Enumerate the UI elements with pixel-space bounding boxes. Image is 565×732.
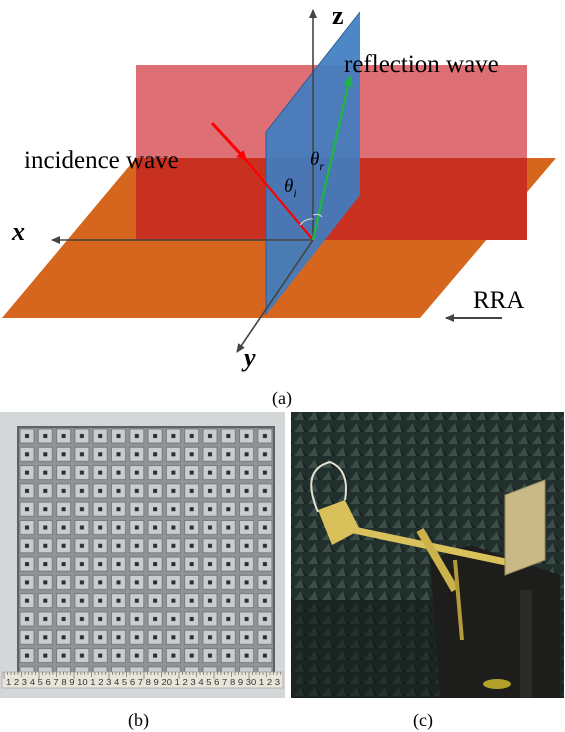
cable xyxy=(310,460,347,513)
y-axis-label: y xyxy=(241,343,256,372)
fixture-support xyxy=(453,559,464,641)
floor-object xyxy=(483,679,511,689)
panel-a-diagram: z x y incidence wave reflection wave RRA… xyxy=(2,1,556,372)
y-axis-line xyxy=(236,239,314,353)
panel-c-photo xyxy=(291,412,564,698)
stand-leg xyxy=(520,590,532,698)
ruler-ticks xyxy=(3,672,281,679)
rra-board xyxy=(18,427,274,683)
rra-sample-panel xyxy=(504,479,546,576)
horn-fixture xyxy=(318,500,360,545)
incidence-wave-label: incidence wave xyxy=(24,147,179,174)
theta-i-arc xyxy=(299,218,314,226)
theta-r-arc xyxy=(312,213,323,218)
panel-b-photo: 1 2 3 4 5 6 7 8 9 10 1 2 3 4 5 6 7 8 9 2… xyxy=(0,412,285,698)
theta-r-label: θr xyxy=(310,149,324,173)
z-axis-label: z xyxy=(332,1,344,30)
rra-label: RRA xyxy=(473,287,524,314)
caption-a: (a) xyxy=(272,388,292,409)
fixture-arm-cross xyxy=(416,527,459,593)
reflection-wave-arrow xyxy=(311,75,353,241)
ruler-text: 1 2 3 4 5 6 7 8 9 10 1 2 3 4 5 6 7 8 9 2… xyxy=(6,678,281,687)
caption-b: (b) xyxy=(128,710,149,731)
caption-c: (c) xyxy=(413,710,433,731)
theta-i-label: θi xyxy=(284,176,297,200)
ruler xyxy=(1,671,284,689)
x-axis-label: x xyxy=(11,217,25,246)
incidence-wave-ray xyxy=(245,159,314,241)
reflection-wave-label: reflection wave xyxy=(344,51,499,78)
incidence-wave-arrow xyxy=(210,121,248,162)
